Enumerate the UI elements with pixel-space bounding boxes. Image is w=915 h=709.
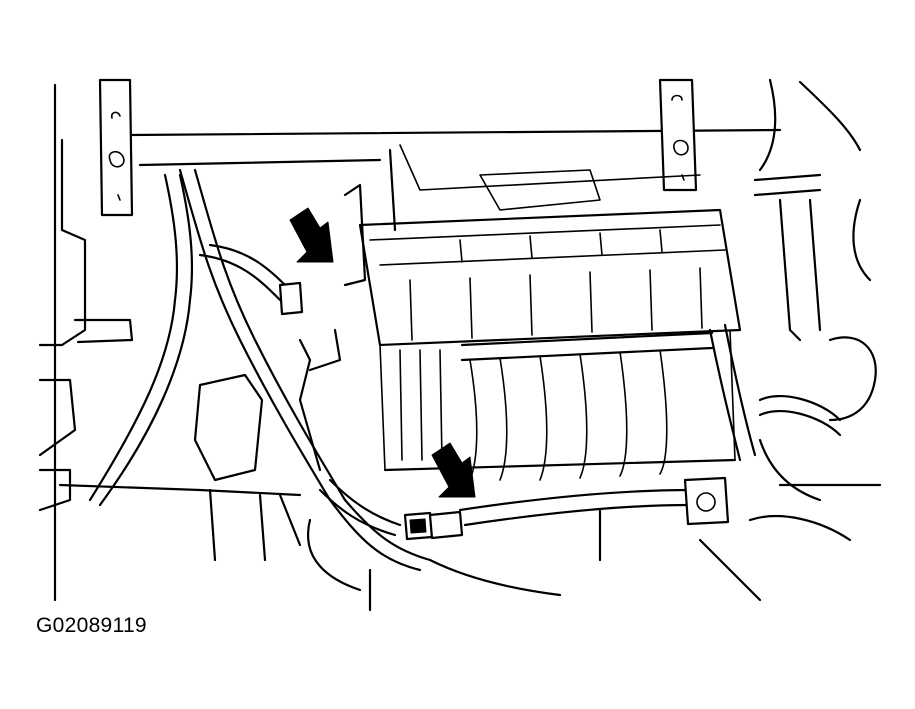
- arrow-upper-icon: [289, 207, 334, 263]
- arrow-lower-icon: [431, 442, 476, 498]
- right-bracket: [658, 78, 698, 192]
- background-parts: [73, 148, 877, 612]
- figure-id-label: G02089119: [36, 614, 147, 637]
- control-module: [358, 144, 742, 481]
- left-bracket: [98, 78, 134, 217]
- wire-harness: [88, 168, 842, 572]
- connectors: [278, 281, 730, 541]
